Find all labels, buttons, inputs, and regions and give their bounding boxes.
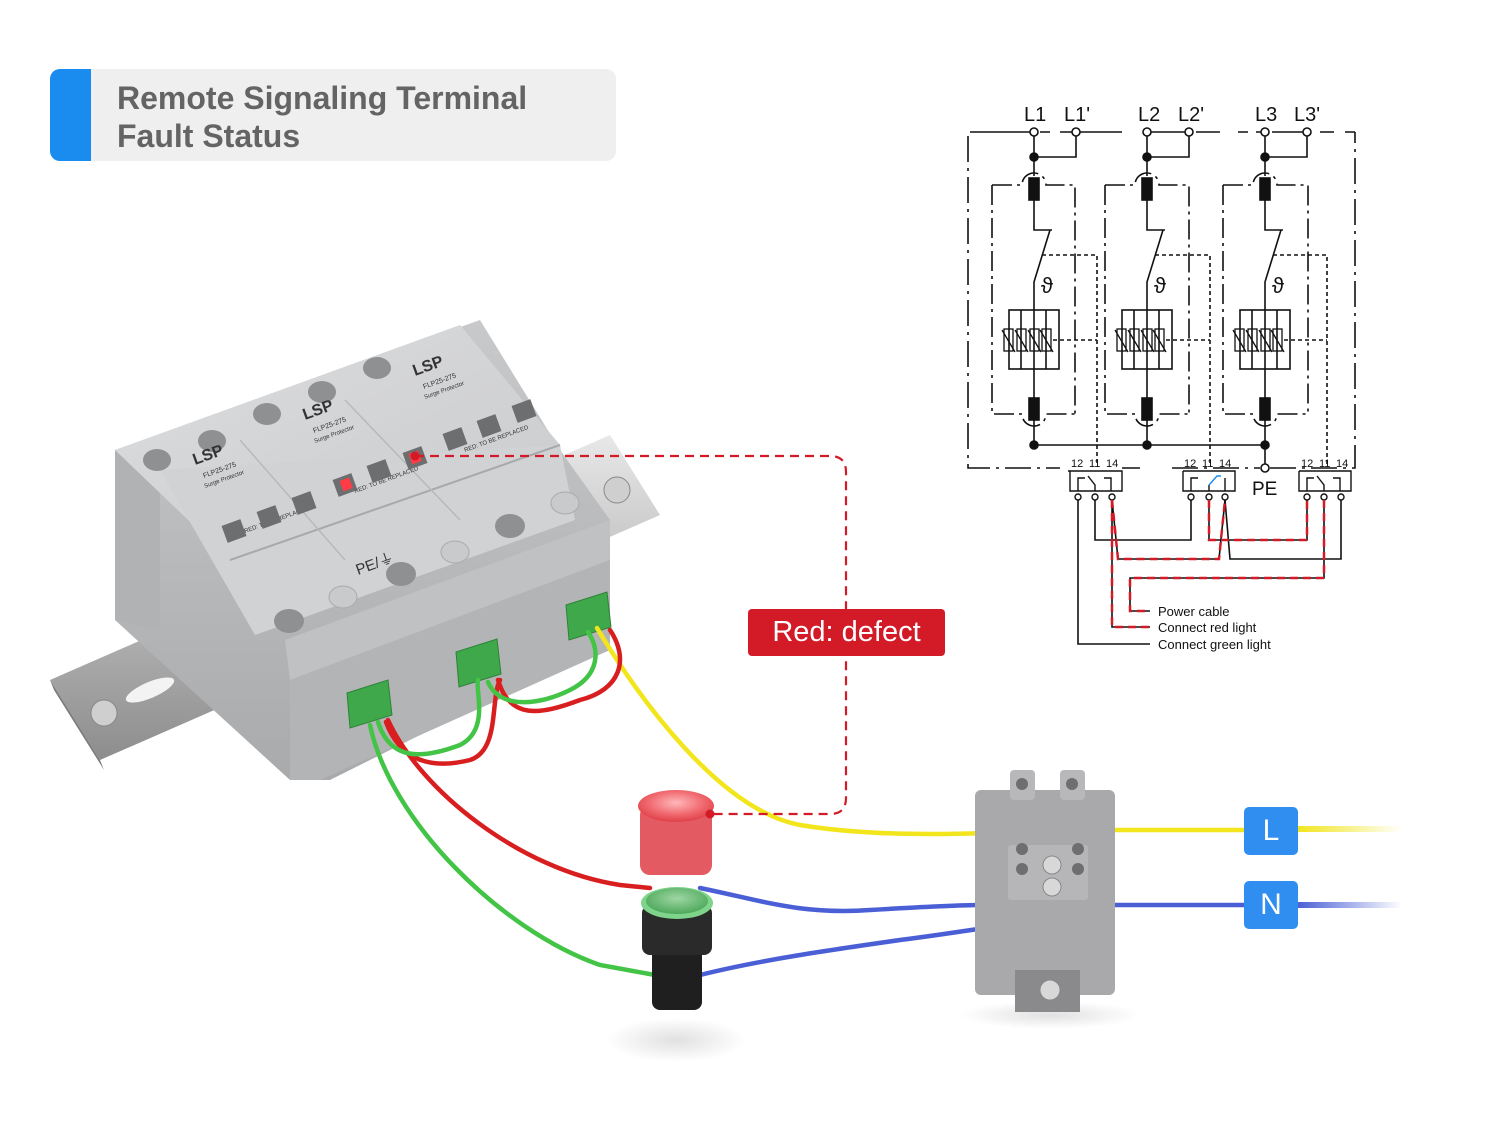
title-line-2: Fault Status — [117, 118, 301, 154]
phase-module-2: ϑ — [1104, 127, 1211, 466]
contact-block-1 — [1068, 470, 1123, 501]
wire-green-jumper-2 — [485, 629, 598, 705]
thermal-symbol-3: ϑ — [1272, 273, 1284, 298]
neutral-phase-badge: N — [1244, 881, 1298, 929]
wire-red-signal — [385, 717, 653, 891]
wire-red-jumper-1 — [383, 677, 503, 766]
terminal-label-l3: L3 — [1255, 104, 1277, 126]
terminal-label-l1-prime: L1' — [1064, 104, 1090, 126]
callout-dot-light — [705, 809, 715, 819]
terminal-connector — [960, 770, 1140, 1029]
legend-red-light: Connect red light — [1158, 620, 1257, 635]
contact-label-11: 11 — [1089, 458, 1100, 470]
phase-module-1: ϑ — [991, 127, 1098, 466]
terminal-label-l2-prime: L2' — [1178, 104, 1204, 126]
defect-label: Red: defect — [748, 609, 945, 656]
legend-power-cable: Power cable — [1158, 604, 1230, 619]
contact-label-11: 11 — [1202, 458, 1213, 470]
contact-label-14: 14 — [1106, 458, 1118, 470]
pe-label: PE — [1252, 479, 1277, 500]
phase-module-3: ϑ — [1222, 127, 1328, 466]
terminal-label-l1: L1 — [1024, 104, 1046, 126]
wire-green-jumper-1 — [375, 677, 482, 757]
green-indicator-light — [641, 887, 713, 1010]
schematic: L1 L1' L2 L2' L3 L3' ϑ — [967, 104, 1356, 645]
contact-label-12: 12 — [1071, 458, 1083, 470]
schematic-red-wiring — [1110, 499, 1326, 629]
thermal-symbol-2: ϑ — [1154, 273, 1166, 298]
contact-block-2 — [1182, 470, 1236, 501]
contact-label-12: 12 — [1301, 458, 1313, 470]
wire-live-in — [594, 625, 988, 837]
contact-label-11: 11 — [1319, 458, 1330, 470]
red-indicator-light — [638, 790, 714, 875]
legend-green-light: Connect green light — [1158, 637, 1271, 652]
contact-label-14: 14 — [1219, 458, 1231, 470]
surge-protector: LSP FLP25-275 Surge Protector LSP FLP25-… — [115, 320, 612, 780]
wire-neutral-1 — [697, 885, 988, 914]
wire-red-jumper-2 — [495, 627, 623, 714]
schematic-legend: Power cable Connect red light Connect gr… — [1158, 604, 1271, 652]
title-line-1: Remote Signaling Terminal — [117, 80, 528, 116]
contact-label-12: 12 — [1184, 458, 1196, 470]
title-accent-bar — [50, 69, 91, 161]
wire-green-signal — [367, 722, 658, 978]
wire-neutral-2 — [697, 925, 988, 978]
contact-label-14: 14 — [1336, 458, 1348, 470]
thermal-symbol-1: ϑ — [1041, 273, 1053, 298]
terminal-label-l3-prime: L3' — [1294, 104, 1320, 126]
wires — [367, 625, 1402, 978]
terminal-label-l2: L2 — [1138, 104, 1160, 126]
terminal-blocks — [346, 591, 612, 729]
live-phase-badge: L — [1244, 807, 1298, 855]
callout-dot-device — [410, 451, 420, 461]
contact-block-3 — [1298, 470, 1352, 501]
